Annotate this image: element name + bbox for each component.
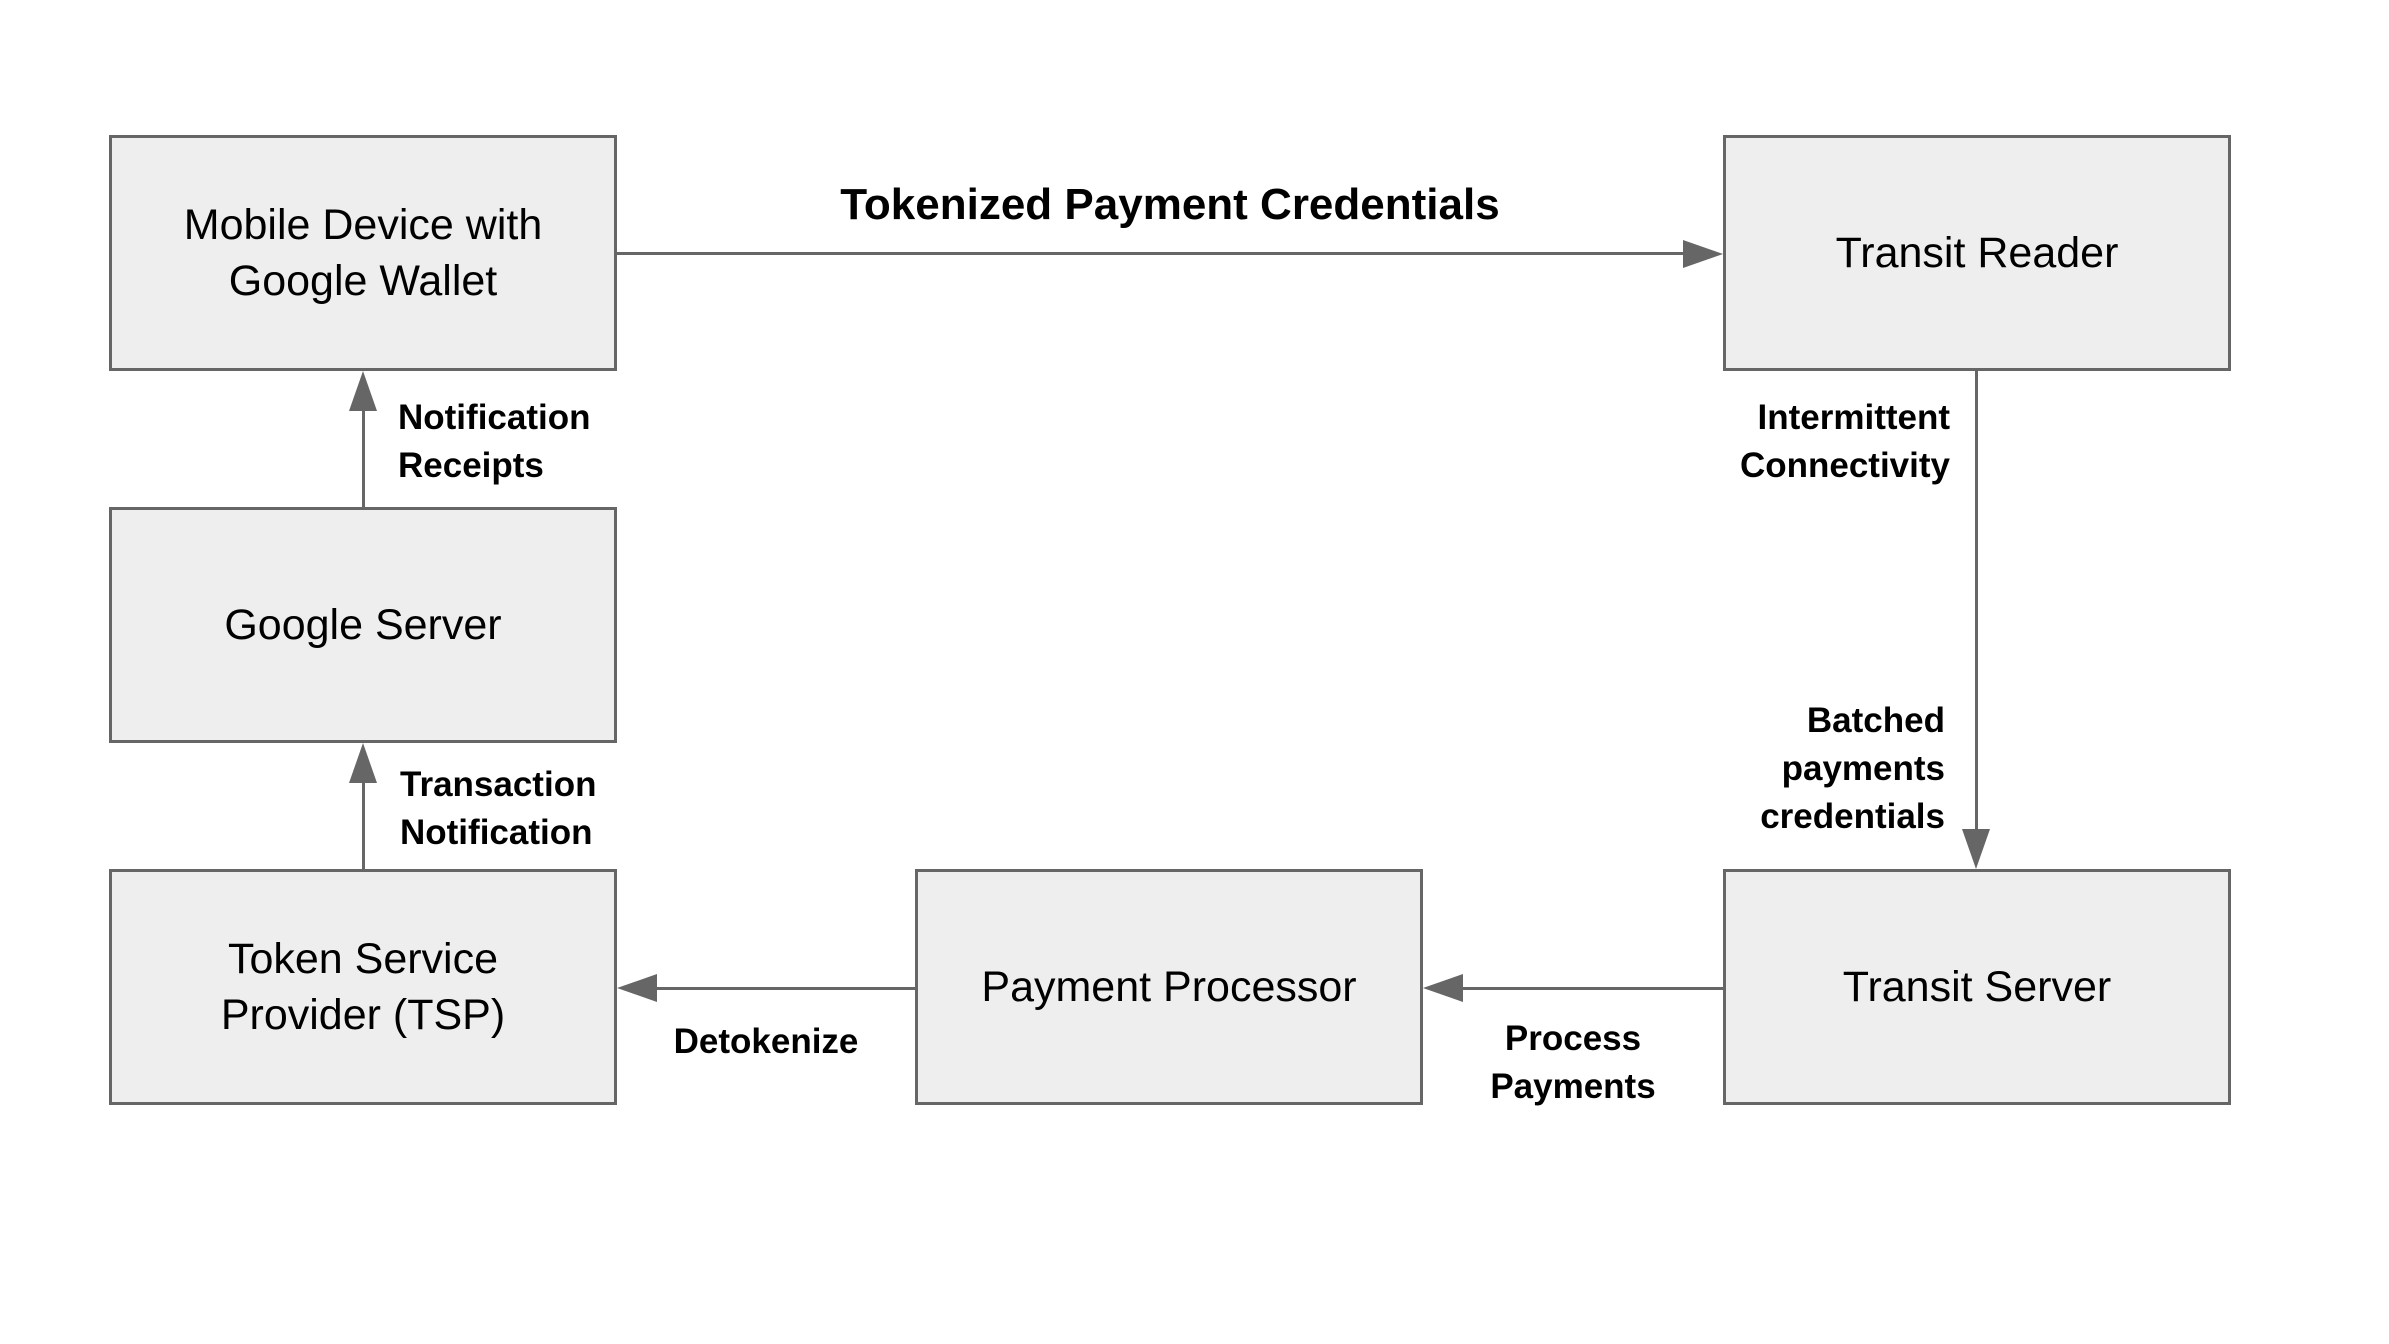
label-transaction-notification: Transaction Notification (400, 765, 597, 852)
edge-transaction-notification-arrowhead-up-icon (349, 743, 377, 783)
edge-batched-payments-line (1975, 371, 1978, 831)
edge-tokenized-arrowhead-right-icon (1683, 240, 1723, 268)
edge-tokenized-line (617, 252, 1687, 255)
label-tokenized-payment-credentials: Tokenized Payment Credentials (840, 180, 1500, 229)
edge-batched-payments-arrowhead-down-icon (1962, 829, 1990, 869)
label-detokenize: Detokenize (673, 1022, 859, 1061)
node-payment-processor: Payment Processor (915, 869, 1423, 1105)
edge-detokenize-arrowhead-left-icon (617, 974, 657, 1002)
edge-transaction-notification-line (362, 781, 365, 869)
node-transit-server: Transit Server (1723, 869, 2231, 1105)
node-google-server: Google Server (109, 507, 617, 743)
edge-detokenize-line (655, 987, 915, 990)
label-process-payments: Process Payments (1490, 1019, 1656, 1106)
edge-process-payments-arrowhead-left-icon (1423, 974, 1463, 1002)
node-mobile-device-google-wallet: Mobile Device with Google Wallet (109, 135, 617, 371)
node-token-service-provider: Token Service Provider (TSP) (109, 869, 617, 1105)
label-notification-receipts: Notification Receipts (398, 398, 591, 485)
label-intermittent-connectivity: Intermittent Connectivity (1739, 398, 1950, 485)
edge-process-payments-line (1461, 987, 1723, 990)
edge-notification-receipts-line (362, 409, 365, 507)
edge-notification-receipts-arrowhead-up-icon (349, 371, 377, 411)
label-batched-payments-credentials: Batched payments credentials (1760, 701, 1945, 836)
node-transit-reader: Transit Reader (1723, 135, 2231, 371)
